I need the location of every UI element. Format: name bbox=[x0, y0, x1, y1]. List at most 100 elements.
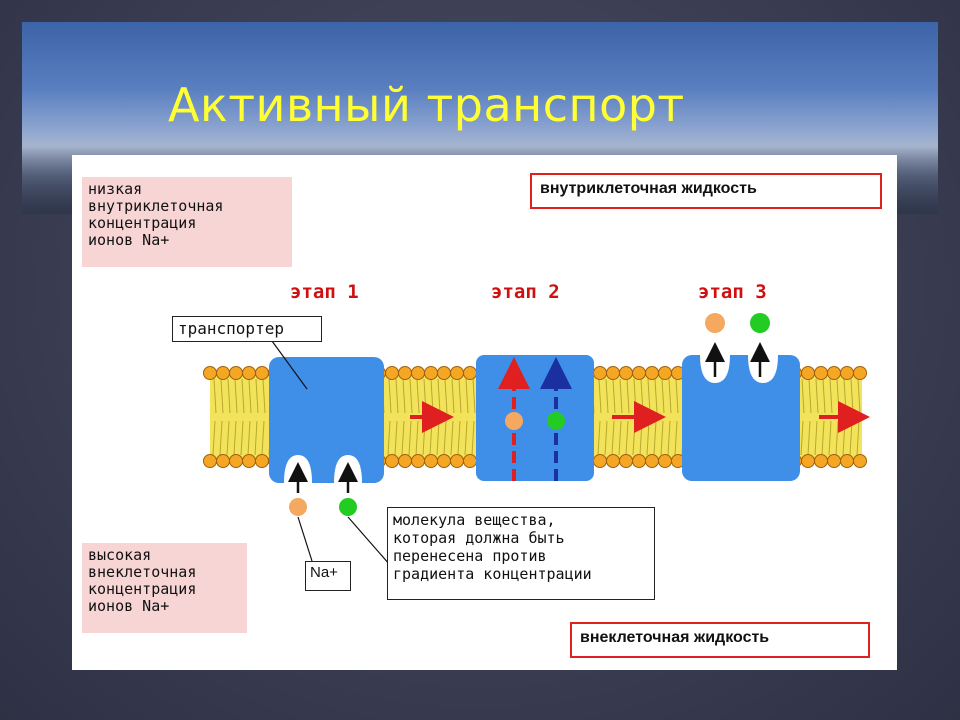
diagram-panel: низкая внутриклеточная концентрация ионо… bbox=[72, 155, 897, 670]
lipid-tail bbox=[828, 420, 832, 456]
lipid-tail bbox=[388, 378, 392, 414]
lipid-head bbox=[450, 454, 464, 468]
lipid-tail bbox=[598, 378, 602, 414]
lipid-tail bbox=[815, 378, 819, 414]
lipid-head bbox=[801, 454, 815, 468]
lipid-head bbox=[619, 454, 633, 468]
na-ion-stage-3 bbox=[705, 313, 725, 333]
lipid-tail bbox=[387, 420, 391, 456]
lipid-tail bbox=[457, 420, 461, 456]
lipid-tail bbox=[668, 378, 672, 414]
lipid-head bbox=[398, 454, 412, 468]
lipid-tail bbox=[219, 420, 223, 456]
lipid-head bbox=[216, 454, 230, 468]
lipid-head bbox=[411, 454, 425, 468]
lipid-head bbox=[255, 366, 269, 380]
binding-pocket bbox=[748, 355, 778, 383]
lipid-tail bbox=[416, 378, 420, 414]
na-ion-stage-1 bbox=[289, 498, 307, 516]
lipid-tail bbox=[395, 378, 399, 414]
lipid-tail bbox=[835, 420, 839, 456]
lipid-tail bbox=[611, 420, 615, 456]
lipid-tail bbox=[255, 378, 259, 414]
molecule-callout: молекула вещества, которая должна быть п… bbox=[387, 507, 655, 600]
lipid-head bbox=[619, 366, 633, 380]
lipid-tail bbox=[247, 420, 251, 456]
na-ion-stage-2 bbox=[505, 412, 523, 430]
lipid-tail bbox=[604, 420, 608, 456]
lipid-tail bbox=[814, 420, 818, 456]
molecule-stage-1 bbox=[339, 498, 357, 516]
stage-2-label: этап 2 bbox=[491, 281, 560, 303]
lipid-tail bbox=[227, 378, 231, 414]
lipid-tail bbox=[619, 378, 623, 414]
lipid-tail bbox=[808, 378, 812, 414]
lipid-tail bbox=[612, 378, 616, 414]
transporter-stage-1 bbox=[269, 357, 384, 483]
lipid-head bbox=[853, 454, 867, 468]
lipid-head bbox=[424, 366, 438, 380]
lipid-tail bbox=[458, 378, 462, 414]
lipid-tail bbox=[408, 420, 412, 456]
transporter-stage-2 bbox=[476, 355, 594, 481]
lipid-tail bbox=[472, 378, 476, 414]
note-high-concentration: высокая внеклеточная концентрация ионов … bbox=[82, 543, 247, 633]
lipid-head bbox=[632, 366, 646, 380]
na-ion-label: Na+ bbox=[305, 561, 351, 591]
lipid-head bbox=[437, 454, 451, 468]
lipid-tail bbox=[402, 378, 406, 414]
molecule-stage-2 bbox=[547, 412, 565, 430]
lipid-head bbox=[853, 366, 867, 380]
lipid-tail bbox=[254, 420, 258, 456]
lipid-tail bbox=[822, 378, 826, 414]
lipid-head bbox=[606, 454, 620, 468]
lipid-head bbox=[411, 366, 425, 380]
lipid-tail bbox=[625, 420, 629, 456]
lipid-head bbox=[593, 366, 607, 380]
lipid-head bbox=[424, 454, 438, 468]
lipid-head bbox=[398, 366, 412, 380]
lipid-head bbox=[645, 454, 659, 468]
lipid-head bbox=[216, 366, 230, 380]
lipid-head bbox=[255, 454, 269, 468]
lipid-tail bbox=[401, 420, 405, 456]
lipid-tail bbox=[261, 420, 265, 456]
stage-1-label: этап 1 bbox=[290, 281, 359, 303]
lipid-tail bbox=[626, 378, 630, 414]
lipid-head bbox=[645, 366, 659, 380]
lipid-head bbox=[242, 454, 256, 468]
lipid-tail bbox=[605, 378, 609, 414]
lipid-tail bbox=[597, 420, 601, 456]
lipid-tail bbox=[821, 420, 825, 456]
lipid-head bbox=[229, 454, 243, 468]
lipid-head bbox=[827, 454, 841, 468]
lipid-head bbox=[840, 454, 854, 468]
lipid-head bbox=[632, 454, 646, 468]
lipid-head bbox=[385, 366, 399, 380]
lipid-head bbox=[463, 454, 477, 468]
lipid-tail bbox=[220, 378, 224, 414]
lipid-tail bbox=[465, 378, 469, 414]
lipid-head bbox=[229, 366, 243, 380]
lipid-tail bbox=[233, 420, 237, 456]
transporter-leader-line bbox=[271, 340, 308, 390]
molecule-stage-3 bbox=[750, 313, 770, 333]
lipid-head bbox=[593, 454, 607, 468]
lipid-tail bbox=[618, 420, 622, 456]
lipid-tail bbox=[464, 420, 468, 456]
lipid-head bbox=[658, 366, 672, 380]
transporter-stage-3 bbox=[682, 355, 800, 481]
lipid-head bbox=[827, 366, 841, 380]
lipid-head bbox=[437, 366, 451, 380]
lipid-tail bbox=[829, 378, 833, 414]
lipid-tail bbox=[471, 420, 475, 456]
note-low-concentration: низкая внутриклеточная концентрация ионо… bbox=[82, 177, 292, 267]
lipid-tail bbox=[667, 420, 671, 456]
lipid-head bbox=[658, 454, 672, 468]
lipid-tail bbox=[248, 378, 252, 414]
transporter-label: транспортер bbox=[172, 316, 322, 342]
lipid-tail bbox=[226, 420, 230, 456]
lipid-tail bbox=[240, 420, 244, 456]
lipid-tail bbox=[675, 378, 679, 414]
lipid-tail bbox=[674, 420, 678, 456]
